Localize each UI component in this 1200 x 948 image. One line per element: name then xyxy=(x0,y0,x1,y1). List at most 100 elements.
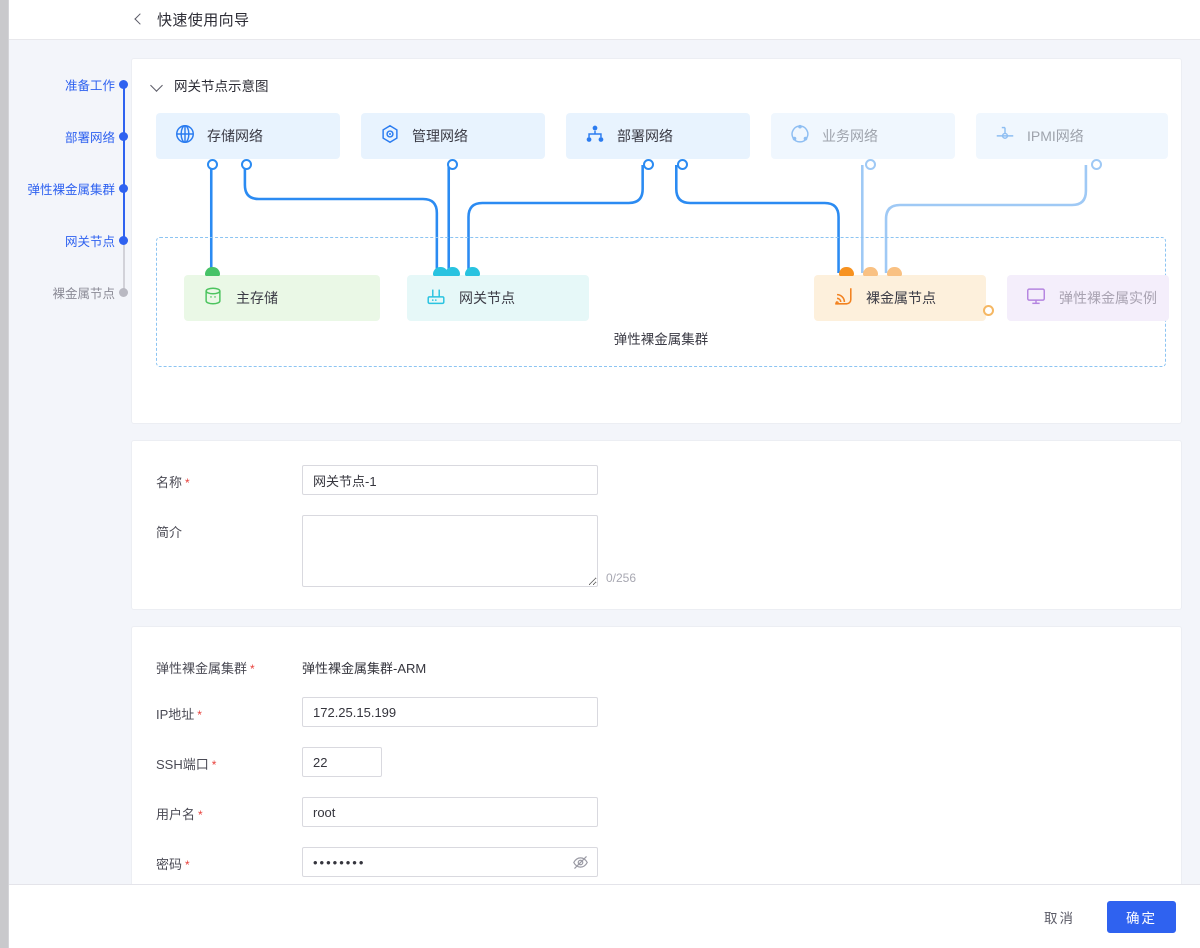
description-label-text: 简介 xyxy=(156,525,183,540)
step-label: 网关节点 xyxy=(64,234,115,249)
network-label: IPMI网络 xyxy=(1027,128,1084,144)
signal-broadcast-icon xyxy=(832,285,854,312)
cap-gateway-2 xyxy=(444,267,460,276)
description-textarea[interactable] xyxy=(302,515,598,587)
diagram-collapse-toggle[interactable]: 网关节点示意图 xyxy=(132,59,1181,95)
port-ipmi xyxy=(1090,159,1102,170)
network-box-management[interactable]: 管理网络 xyxy=(361,113,545,159)
step-label: 部署网络 xyxy=(64,130,115,145)
field-row-ip: IP地址* xyxy=(132,697,1181,727)
field-row-name: 名称* xyxy=(132,465,1181,495)
connection-info-card: 弹性裸金属集群* 弹性裸金属集群-ARM IP地址* xyxy=(131,626,1182,884)
cancel-button[interactable]: 取消 xyxy=(1044,910,1075,926)
sidebar-item-bare-metal-cluster[interactable]: 弹性裸金属集群 xyxy=(9,162,131,240)
network-box-business[interactable]: 业务网络 xyxy=(771,113,955,159)
required-marker: * xyxy=(185,476,190,490)
field-row-username: 用户名* xyxy=(132,797,1181,827)
field-row-ssh-port: SSH端口* xyxy=(132,747,1181,777)
network-label: 存储网络 xyxy=(207,128,263,144)
step-dot xyxy=(119,287,128,297)
node-box-elastic-instance[interactable]: 弹性裸金属实例 xyxy=(1007,275,1169,321)
sidebar-item-deploy-network[interactable]: 部署网络 xyxy=(9,110,131,188)
network-label: 业务网络 xyxy=(822,128,878,144)
ssh-port-input[interactable] xyxy=(302,747,382,777)
sidebar-item-preparation[interactable]: 准备工作 xyxy=(9,58,131,136)
port-instance-link xyxy=(983,304,994,316)
chevron-left-icon[interactable] xyxy=(131,13,145,27)
diagram-card: 网关节点示意图 xyxy=(131,58,1182,424)
port-business xyxy=(864,159,876,170)
chevron-down-icon xyxy=(150,78,164,92)
port-storage-right xyxy=(240,159,252,170)
password-field-wrap xyxy=(302,847,1181,877)
sidebar-item-bare-metal-node[interactable]: 裸金属节点 xyxy=(9,266,131,318)
step-dot xyxy=(119,131,128,141)
cluster-label: 弹性裸金属集群 xyxy=(613,332,709,347)
network-box-deployment[interactable]: 部署网络 xyxy=(566,113,750,159)
step-dot xyxy=(119,235,128,245)
node-label: 弹性裸金属实例 xyxy=(1059,290,1157,306)
node-label: 网关节点 xyxy=(459,290,515,306)
page-header: 快速使用向导 xyxy=(9,0,1200,40)
cluster-value-wrap: 弹性裸金属集群-ARM xyxy=(302,651,1181,677)
basic-info-card: 名称* 简介 0/256 xyxy=(131,440,1182,610)
sidebar-item-gateway-node[interactable]: 网关节点 xyxy=(9,214,131,292)
ssh-port-field-wrap xyxy=(302,747,1181,777)
ipmi-pin-icon xyxy=(994,123,1016,150)
cluster-value: 弹性裸金属集群-ARM xyxy=(302,661,427,676)
node-box-primary-storage[interactable]: 主存储 xyxy=(184,275,380,321)
name-label-text: 名称 xyxy=(156,475,183,490)
monitor-icon xyxy=(1025,285,1047,312)
database-icon xyxy=(202,285,224,312)
step-dot xyxy=(119,183,128,193)
network-tree-icon xyxy=(584,123,606,150)
page-body: 准备工作 部署网络 弹性裸金属集群 网关节点 裸金属节点 xyxy=(9,40,1200,884)
username-label-text: 用户名 xyxy=(156,807,196,822)
username-input[interactable] xyxy=(302,797,598,827)
ssh-port-label: SSH端口* xyxy=(132,747,302,773)
ip-field-wrap xyxy=(302,697,1181,727)
confirm-button[interactable]: 确定 xyxy=(1107,900,1176,933)
ip-label: IP地址* xyxy=(132,697,302,723)
step-connector xyxy=(122,136,125,188)
password-label-text: 密码 xyxy=(156,857,183,872)
globe-icon xyxy=(174,123,196,150)
node-box-bare-metal[interactable]: 裸金属节点 xyxy=(814,275,986,321)
description-char-counter: 0/256 xyxy=(606,571,637,585)
network-box-storage[interactable]: 存储网络 xyxy=(156,113,340,159)
required-marker: * xyxy=(198,808,203,822)
ip-address-input[interactable] xyxy=(302,697,598,727)
step-dot xyxy=(119,79,128,89)
diagram-title: 网关节点示意图 xyxy=(174,79,269,94)
password-input[interactable] xyxy=(302,847,598,877)
port-management xyxy=(446,159,458,170)
cap-storage xyxy=(204,267,220,276)
cluster-label-text: 弹性裸金属集群 xyxy=(156,661,248,676)
step-connector xyxy=(122,188,125,240)
network-label: 管理网络 xyxy=(412,128,468,144)
node-box-gateway[interactable]: 网关节点 xyxy=(407,275,589,321)
node-label: 裸金属节点 xyxy=(866,290,936,306)
eye-off-icon[interactable] xyxy=(572,854,589,871)
password-label: 密码* xyxy=(132,847,302,873)
port-storage-left xyxy=(206,159,218,170)
field-row-password: 密码* xyxy=(132,847,1181,877)
cap-gateway-1 xyxy=(432,267,448,276)
step-label: 裸金属节点 xyxy=(52,286,115,301)
cap-metal-2 xyxy=(862,267,878,276)
cap-gateway-3 xyxy=(464,267,480,276)
name-input[interactable] xyxy=(302,465,598,495)
dialog-footer: 取消 确定 xyxy=(9,884,1200,948)
name-label: 名称* xyxy=(132,465,302,491)
username-label: 用户名* xyxy=(132,797,302,823)
cap-metal-1 xyxy=(838,267,854,276)
network-box-ipmi[interactable]: IPMI网络 xyxy=(976,113,1168,159)
description-field-wrap: 0/256 xyxy=(302,515,1181,587)
hexagon-target-icon xyxy=(379,123,401,150)
gateway-router-icon xyxy=(425,285,447,312)
required-marker: * xyxy=(185,858,190,872)
field-row-cluster: 弹性裸金属集群* 弹性裸金属集群-ARM xyxy=(132,651,1181,677)
wizard-window: 快速使用向导 准备工作 部署网络 弹性裸金属集群 网关节点 xyxy=(8,0,1200,948)
name-field-wrap xyxy=(302,465,1181,495)
ip-label-text: IP地址 xyxy=(156,707,195,722)
